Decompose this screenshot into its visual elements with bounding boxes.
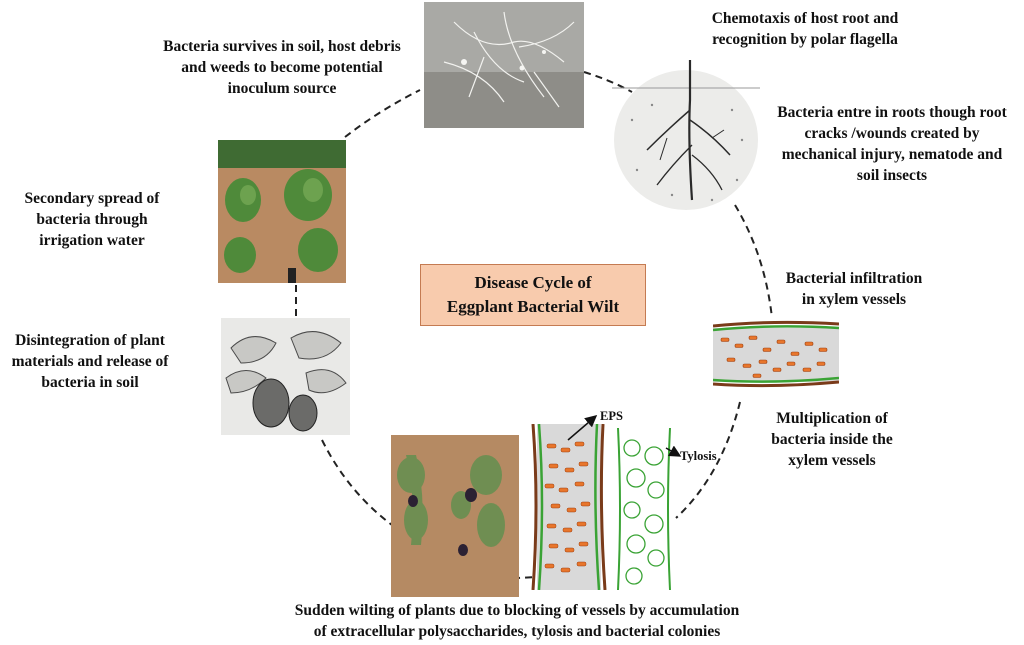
stage-multiplication-line3: xylem vessels (788, 452, 876, 469)
stage-disintegration-label: Disintegration of plant materials and re… (0, 330, 180, 393)
stage-entry-line1: Bacteria entre in roots though root (777, 104, 1007, 121)
vessel-tylosis-image (614, 428, 674, 590)
vessel-tylosis-diagram (614, 428, 674, 590)
stage-entry-line4: soil insects (856, 167, 928, 184)
stage-entry-line3: mechanical injury, nematode and (781, 146, 1003, 163)
arc-right (734, 204, 773, 319)
vessel-eps-image (531, 424, 607, 590)
arc-left-lower (321, 439, 393, 526)
stage-wilting-line2: of extracellular polysaccharides, tylosi… (313, 623, 721, 640)
stage-survival-label: Bacteria survives in soil, host debris a… (146, 36, 418, 99)
stage-survival-line3: inoculum source (227, 80, 337, 97)
stage-survival-line2: and weeds to become potential (181, 59, 383, 76)
decaying-plant-sketch (221, 318, 350, 435)
stage-entry-line2: cracks /wounds created by (804, 125, 980, 142)
vessel-eps-diagram (527, 424, 611, 590)
stage-multiplication-line2: bacteria inside the (771, 431, 893, 448)
root-diagram-image (612, 60, 760, 210)
wilted-plants-photo (391, 435, 519, 597)
stage-chemotaxis-line1: Chemotaxis of host root and (711, 10, 899, 27)
eps-label: EPS (600, 409, 623, 423)
stage-secondary-line1: Secondary spread of (24, 190, 160, 207)
eps-arrow (567, 415, 598, 441)
stage-secondary-line3: irrigation water (39, 232, 145, 249)
arc-right-lower (675, 401, 741, 519)
root-diagram (612, 60, 760, 210)
tylosis-label: Tylosis (680, 449, 717, 463)
diagram-title-box: Disease Cycle of Eggplant Bacterial Wilt (420, 264, 646, 326)
stage-disintegration-line1: Disintegration of plant (15, 332, 165, 349)
xylem-infiltration-image (713, 320, 839, 388)
stage-chemotaxis-line2: recognition by polar flagella (712, 31, 898, 48)
diagram-title-line1: Disease Cycle of (474, 273, 592, 292)
stage-wilting-line1: Sudden wilting of plants due to blocking… (294, 602, 740, 619)
stage-secondary-label: Secondary spread of bacteria through irr… (12, 188, 172, 251)
stage-secondary-line2: bacteria through (36, 211, 148, 228)
stage-infiltration-line1: Bacterial infiltration (785, 270, 923, 287)
stage-infiltration-label: Bacterial infiltration in xylem vessels (770, 268, 938, 310)
diagram-title-line2: Eggplant Bacterial Wilt (446, 297, 620, 316)
wilted-plants-image (391, 435, 519, 597)
stage-wilting-label: Sudden wilting of plants due to blocking… (262, 600, 772, 642)
soil-debris-image (424, 2, 584, 128)
arc-top (583, 71, 633, 93)
irrigation-field-photo (218, 140, 346, 283)
decaying-plant-image (221, 318, 350, 435)
stage-multiplication-label: Multiplication of bacteria inside the xy… (752, 408, 912, 471)
stage-survival-line1: Bacteria survives in soil, host debris (163, 38, 401, 55)
stage-multiplication-line1: Multiplication of (776, 410, 888, 427)
irrigation-field-image (218, 140, 346, 283)
tylosis-arrow (665, 445, 682, 457)
xylem-infiltration-diagram (713, 318, 839, 390)
soil-debris-photo (424, 2, 584, 128)
stage-chemotaxis-label: Chemotaxis of host root and recognition … (690, 8, 920, 50)
stage-infiltration-line2: in xylem vessels (801, 291, 907, 308)
stage-entry-label: Bacteria entre in roots though root crac… (760, 102, 1024, 186)
stage-disintegration-line2: materials and release of (11, 353, 169, 370)
stage-disintegration-line3: bacteria in soil (41, 374, 139, 391)
